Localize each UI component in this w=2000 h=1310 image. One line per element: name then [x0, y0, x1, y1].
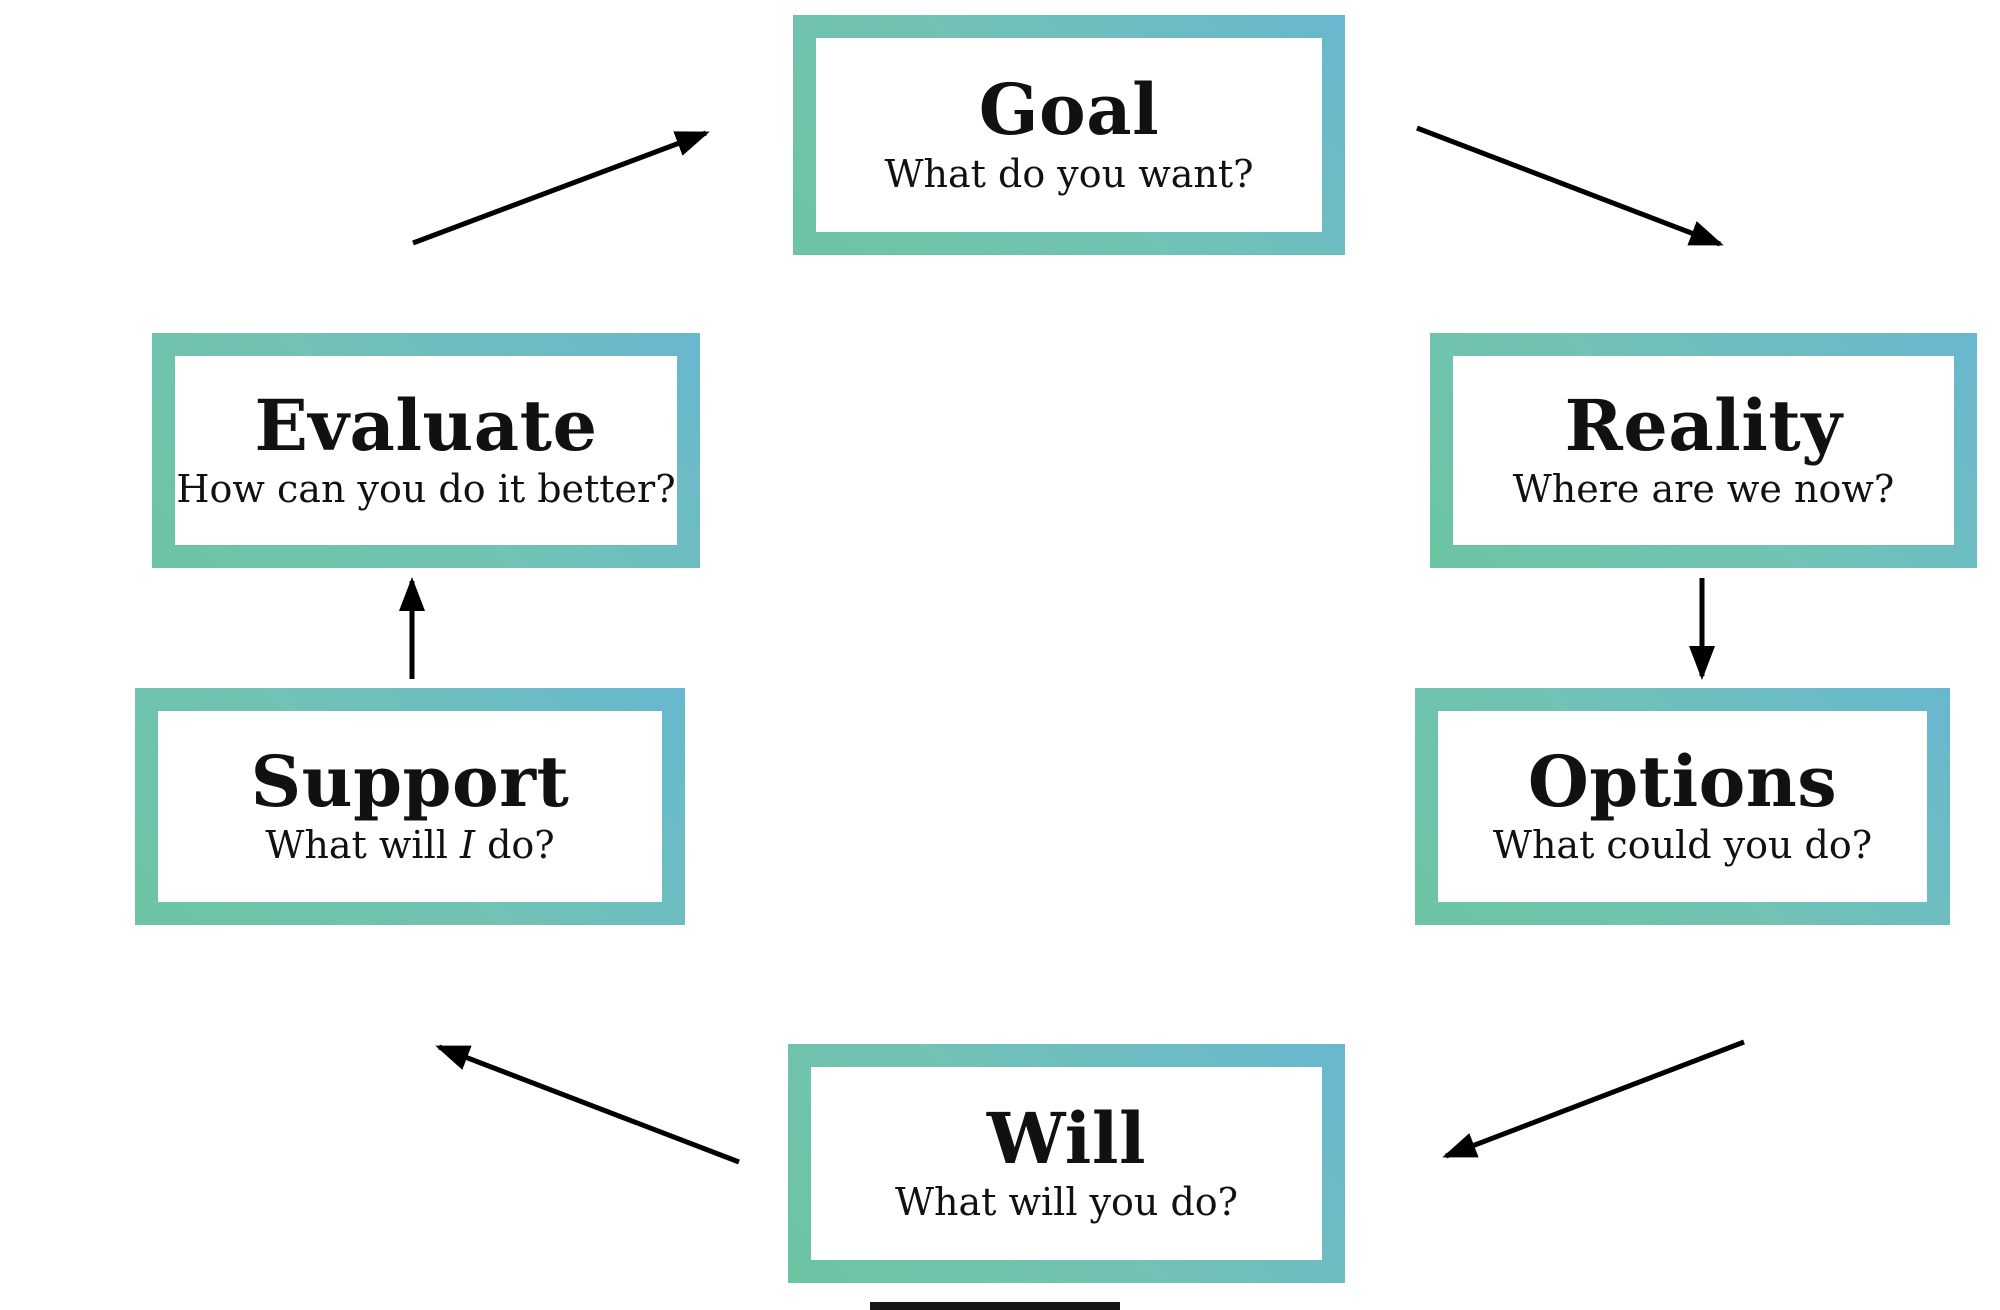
- box-options-subtitle: What could you do?: [1492, 823, 1873, 868]
- bottom-edge-cutoff-artifact: [870, 1302, 1120, 1310]
- box-evaluate: Evaluate How can you do it better?: [152, 333, 700, 568]
- box-evaluate-subtitle: How can you do it better?: [176, 467, 676, 512]
- box-support-inner: Support What will I do?: [158, 711, 662, 902]
- box-support-subtitle: What will I do?: [265, 824, 554, 868]
- box-will: Will What will you do?: [788, 1044, 1345, 1283]
- box-will-subtitle: What will you do?: [894, 1180, 1239, 1225]
- box-evaluate-inner: Evaluate How can you do it better?: [175, 356, 677, 545]
- box-will-title: Will: [986, 1096, 1147, 1180]
- box-goal-title: Goal: [978, 68, 1160, 152]
- box-reality-title: Reality: [1564, 383, 1843, 467]
- box-options: Options What could you do?: [1415, 688, 1950, 925]
- arrow-will-to-support: [435, 1044, 740, 1165]
- arrow-evaluate-to-goal: [412, 130, 710, 246]
- box-evaluate-title: Evaluate: [254, 383, 598, 467]
- box-goal-inner: Goal What do you want?: [816, 38, 1322, 232]
- box-support-subtitle-suffix: do?: [474, 823, 555, 868]
- box-support-subtitle-italic-i: I: [459, 823, 475, 868]
- arrow-options-to-will: [1442, 1039, 1745, 1159]
- box-options-title: Options: [1527, 739, 1838, 823]
- box-reality: Reality Where are we now?: [1430, 333, 1977, 568]
- box-support-subtitle-prefix: What will: [265, 823, 460, 868]
- box-goal-subtitle: What do you want?: [884, 151, 1254, 196]
- box-support: Support What will I do?: [135, 688, 685, 925]
- box-will-inner: Will What will you do?: [811, 1067, 1322, 1260]
- box-support-title: Support: [250, 739, 570, 823]
- box-options-inner: Options What could you do?: [1438, 711, 1927, 902]
- box-goal: Goal What do you want?: [793, 15, 1345, 255]
- box-reality-subtitle: Where are we now?: [1512, 467, 1895, 512]
- box-reality-inner: Reality Where are we now?: [1453, 356, 1954, 545]
- arrow-goal-to-reality: [1416, 125, 1724, 247]
